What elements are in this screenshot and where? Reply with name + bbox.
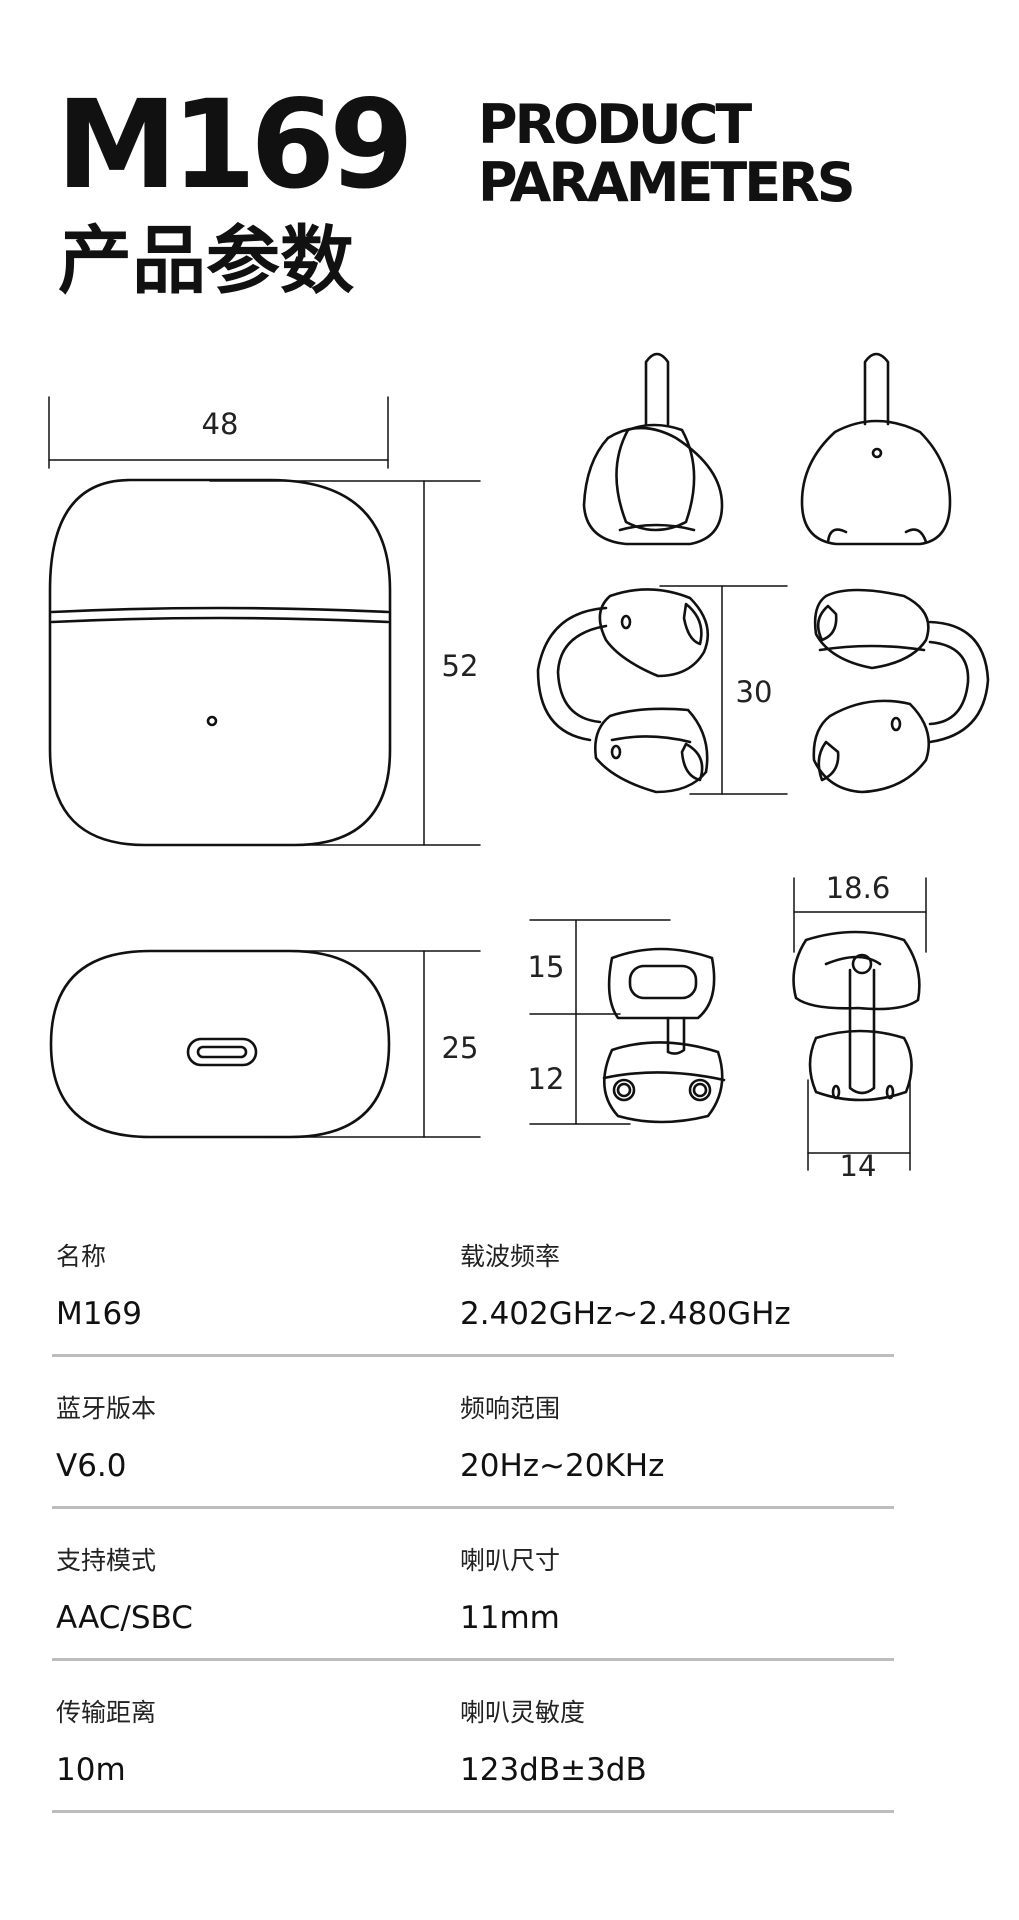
earbud-width-label: 18.6 [826,871,891,905]
earbud-top-view [792,930,921,1102]
divider [52,1354,894,1357]
divider [52,1658,894,1661]
earbud-back-view [582,352,724,546]
case-depth-lines [209,950,481,1138]
earbud-pair-right-view [812,588,990,794]
earbud-height-label: 30 [736,675,773,709]
spec-value: 2.402GHz~2.480GHz [460,1296,791,1332]
earbud-top-lines [793,877,927,1171]
spec-supported-modes: 支持模式 AAC/SBC [56,1548,193,1634]
earbud-height-lines [659,585,788,795]
earbud-pair-left-view [536,588,709,794]
spec-label: 喇叭灵敏度 [460,1698,586,1727]
divider [52,1506,894,1509]
case-width-label: 48 [202,407,239,441]
spec-name: 名称 M169 [56,1244,142,1330]
earbud-side-lines [529,919,671,1125]
spec-value: AAC/SBC [56,1600,193,1636]
spec-label: 名称 [56,1242,107,1271]
spec-carrier-frequency: 载波频率 2.402GHz~2.480GHz [460,1244,791,1330]
spec-label: 蓝牙版本 [56,1394,157,1423]
page-title-cn: 产品参数 [58,218,354,304]
spec-value: M169 [56,1296,142,1332]
divider [52,1810,894,1813]
spec-label: 支持模式 [56,1546,157,1575]
spec-value: 11mm [460,1600,560,1636]
spec-speaker-size: 喇叭尺寸 11mm [460,1548,560,1634]
page-title-en: PRODUCT PARAMETERS [478,93,856,214]
title-en-line1: PRODUCT [478,93,752,156]
case-bottom-view [49,949,391,1139]
indicator-light-icon [206,715,218,727]
case-height-label: 52 [442,649,479,683]
earbud-bottom-label: 12 [528,1062,565,1096]
title-en-line2: PARAMETERS [478,151,856,214]
spec-label: 频响范围 [460,1394,561,1423]
product-dimension-drawing: 48 52 25 30 15 12 18.6 14 [48,352,990,1183]
spec-label: 载波频率 [460,1242,561,1271]
spec-bluetooth-version: 蓝牙版本 V6.0 [56,1396,156,1482]
spec-frequency-response: 频响范围 20Hz~20KHz [460,1396,664,1482]
case-dimension-lines [48,396,481,846]
spec-label: 喇叭尺寸 [460,1546,561,1575]
spec-value: 20Hz~20KHz [460,1448,665,1484]
earbud-side-view [602,947,726,1124]
case-depth-label: 25 [442,1031,479,1065]
spec-transmission-distance: 传输距离 10m [56,1700,156,1786]
spec-label: 传输距离 [56,1698,157,1727]
usb-c-port-icon [186,1037,258,1067]
spec-value: V6.0 [56,1448,127,1484]
earbud-base-label: 14 [840,1149,877,1183]
spec-value: 10m [56,1752,126,1788]
model-title: M169 [56,74,414,216]
earbud-top-label: 15 [528,950,565,984]
case-front-view [48,478,392,847]
spec-speaker-sensitivity: 喇叭灵敏度 123dB±3dB [460,1700,647,1786]
spec-value: 123dB±3dB [460,1752,647,1788]
earbud-front-view [800,352,952,546]
